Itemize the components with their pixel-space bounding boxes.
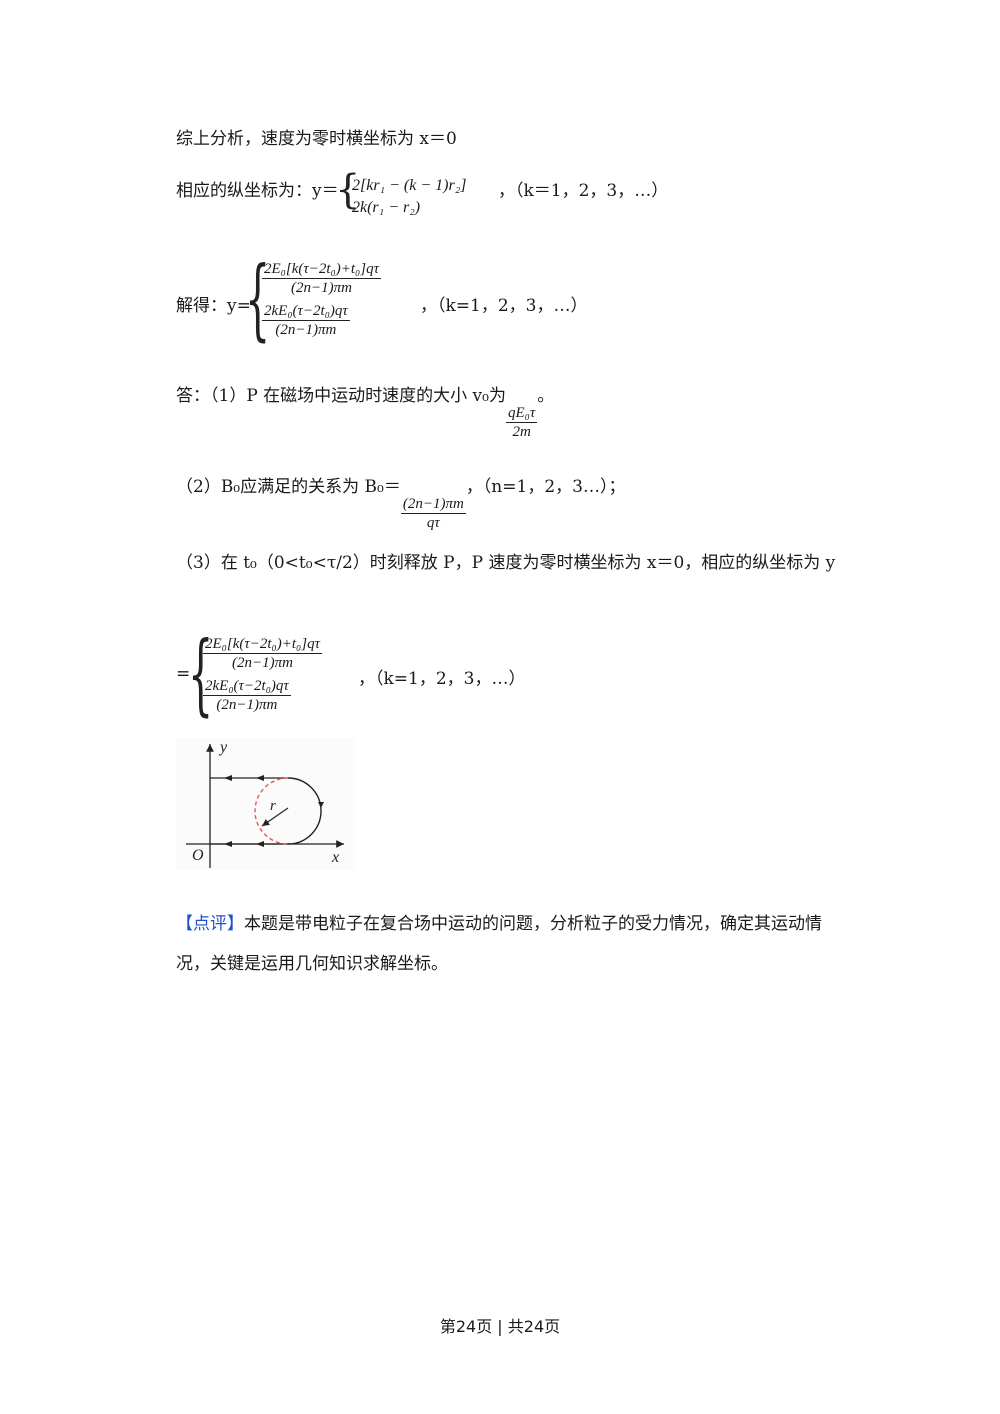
solid-arc [287, 777, 322, 845]
final-case-2-num: 2kE₀(τ−2t₀)qτ [203, 678, 291, 696]
answer-2-suffix: ，（n=1，2，3…）； [465, 477, 626, 497]
answer-2-prefix: （2）B₀应满足的关系为 B₀＝ [176, 477, 401, 497]
text-line-2: 相应的纵坐标为：y＝ [176, 176, 339, 201]
comment-tag: 【点评】 [176, 914, 244, 934]
arrow-top-2 [256, 775, 264, 781]
brace-1: { [335, 167, 361, 213]
answer-2-num: (2n−1)πm [400, 496, 466, 514]
final-case-1-den: (2n−1)πm [231, 655, 293, 671]
line2-suffix: ，（k＝1，2，3，…） [498, 181, 669, 201]
solve-case-2-den: (2n−1)πm [275, 322, 337, 338]
answer-1-prefix: 答：（1）P 在磁场中运动时速度的大小 v₀为 [176, 386, 506, 406]
final-case-2: 2kE₀(τ−2t₀)qτ(2n−1)πm [203, 677, 291, 714]
solve-case-2: 2kE₀(τ−2t₀)qτ(2n−1)πm [262, 302, 350, 339]
answer-2-den: qτ [426, 515, 440, 531]
answer-1-num: qE₀τ [505, 405, 538, 423]
text-line-1: 综上分析，速度为零时横坐标为 x＝0 [176, 129, 457, 149]
arc-arrow [318, 802, 324, 808]
arrow-bottom-2 [256, 841, 264, 847]
dashed-arc [254, 777, 289, 845]
solve-k-range: ，（k=1，2，3，…） [420, 296, 588, 316]
arrow-bottom-1 [224, 841, 232, 847]
comment-line-1: 【点评】本题是带电粒子在复合场中运动的问题，分析粒子的受力情况，确定其运动情 [176, 909, 822, 934]
trajectory-figure: r y x O [176, 738, 356, 870]
brace-2: { [245, 247, 271, 350]
solve-prefix: 解得：y= [176, 296, 251, 316]
final-k-range: ，（k=1，2，3，…） [358, 669, 526, 689]
r-label: r [270, 798, 276, 814]
answer-3: （3）在 t₀（0<t₀<τ/2）时刻释放 P，P 速度为零时横坐标为 x＝0，… [176, 553, 836, 573]
answer-1-suffix: 。 [537, 386, 555, 406]
line2-case-2: 2k(r₁ − r₂) [352, 199, 421, 216]
final-case-1-num: 2E₀[k(τ−2t₀)+t₀]qτ [203, 636, 322, 654]
answer-1-den: 2m [512, 424, 531, 440]
solve-case-1-num: 2E₀[k(τ−2t₀)+t₀]qτ [262, 261, 381, 279]
line2-case-1: 2[kr₁ − (k − 1)r₂] [352, 177, 467, 194]
radius-line [261, 807, 289, 827]
line2-prefix: 相应的纵坐标为：y＝ [176, 181, 339, 201]
comment-line-2: 况，关键是运用几何知识求解坐标。 [176, 954, 448, 974]
comment-text-1: 本题是带电粒子在复合场中运动的问题，分析粒子的受力情况，确定其运动情 [244, 914, 822, 934]
x-label: x [331, 849, 339, 866]
brace-3: { [188, 622, 214, 725]
final-case-2-den: (2n−1)πm [216, 697, 278, 713]
solve-case-2-num: 2kE₀(τ−2t₀)qτ [262, 303, 350, 321]
figure-background [176, 738, 356, 870]
page-footer: 第24页 | 共24页 [439, 1317, 561, 1336]
y-label: y [218, 739, 228, 756]
solve-case-1-den: (2n−1)πm [290, 280, 352, 296]
eq-prefix: = [176, 664, 191, 684]
final-case-1: 2E₀[k(τ−2t₀)+t₀]qτ(2n−1)πm [203, 635, 322, 672]
solve-case-1: 2E₀[k(τ−2t₀)+t₀]qτ(2n−1)πm [262, 260, 381, 297]
arrow-top-1 [224, 775, 232, 781]
origin-label: O [192, 847, 204, 864]
